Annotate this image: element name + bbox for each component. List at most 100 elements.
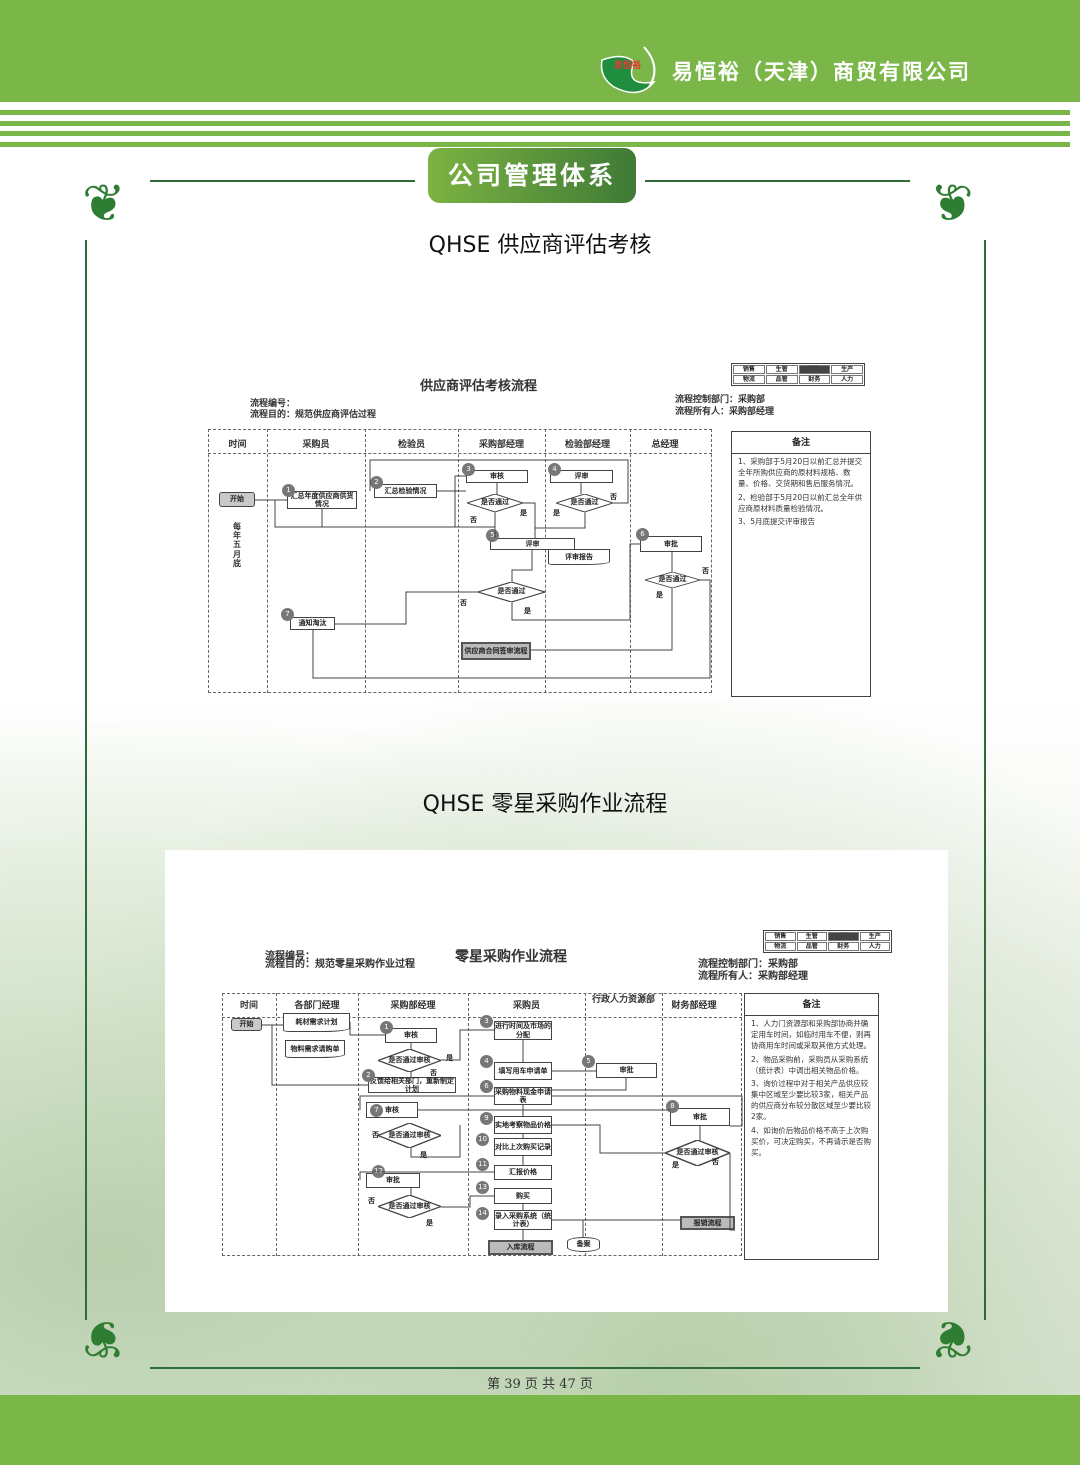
tag: 品管 — [765, 375, 798, 384]
tag: 生产 — [859, 932, 890, 941]
lane-header: 采购部经理 — [478, 440, 524, 450]
flowchart-title: 零星采购作业流程 — [455, 949, 567, 965]
no-label: 否 — [372, 1131, 379, 1139]
decision: 是否通过 — [478, 582, 545, 602]
lane-header: 行政人力资源部 — [591, 995, 655, 1005]
tag: 生管 — [796, 932, 827, 941]
section-title: QHSE 零星采购作业流程 — [422, 792, 668, 817]
lane-header: 检验员 — [397, 440, 425, 450]
flowchart-title: 供应商评估考核流程 — [420, 379, 538, 394]
notes-title: 备注 — [732, 432, 870, 454]
tag: 物流 — [765, 942, 796, 951]
control-dept: 流程控制部门：采购部 — [675, 395, 766, 405]
step-6: 审批 — [640, 536, 702, 552]
note: 2、物品采购前，采购员从采购系统（统计表）中调出相关物品价格。 — [751, 1054, 869, 1075]
review-report: 评审报告 — [548, 549, 610, 565]
process-owner: 流程所有人：采购部经理 — [675, 407, 775, 417]
department-tags: 销售生管采购生产 物流品管财务人力 — [731, 363, 865, 386]
purchase-request: 物料需求请购单 — [285, 1040, 345, 1058]
frame-top-right — [645, 180, 910, 182]
tag: 财务 — [798, 375, 831, 384]
contract-process: 供应商合同签审流程 — [461, 642, 531, 660]
process-code: 流程编号： — [250, 399, 296, 409]
header-stripe — [0, 131, 1070, 136]
tag: 物流 — [733, 375, 765, 384]
logo-text: 易恒裕 — [614, 61, 642, 71]
step-5: 审批 — [596, 1063, 657, 1078]
no-label: 否 — [460, 599, 467, 607]
lane-header: 检验部经理 — [564, 440, 610, 450]
header-band — [0, 0, 1080, 102]
process-purpose: 流程目的：规范零星采购作业过程 — [265, 959, 415, 970]
archive-cylinder: 备案 — [567, 1237, 600, 1252]
step-11: 汇报价格 — [494, 1165, 552, 1180]
note: 1、采购部于5月20日以前汇总并提交全年所购供应商的原材料规格、数量、价格、交货… — [738, 457, 863, 488]
step-4: 填写用车申请单 — [494, 1062, 552, 1080]
decision: 是否通过审核 — [378, 1123, 441, 1148]
frame-right — [984, 240, 986, 1320]
step-9: 实地考察物品价格 — [494, 1116, 552, 1134]
corner-ornament-icon: ❦ — [82, 1308, 126, 1368]
step-2: 反馈给相关部门，重新制定计划 — [368, 1076, 456, 1093]
tag: 品管 — [796, 942, 827, 951]
step-7: 通知淘汰 — [290, 617, 335, 630]
frame-bottom — [150, 1367, 920, 1369]
yes-label: 是 — [520, 509, 527, 517]
lane-header: 总经理 — [651, 440, 679, 450]
step-14: 录入采购系统（统计表） — [494, 1210, 552, 1230]
no-label: 否 — [430, 1069, 437, 1077]
yes-label: 是 — [672, 1161, 679, 1169]
no-label: 否 — [470, 516, 477, 524]
decision: 是否通过审核 — [378, 1195, 441, 1218]
step-2: 汇总检验情况 — [374, 484, 437, 498]
step-3: 进行时间及市场的分配 — [494, 1021, 552, 1040]
yes-label: 是 — [420, 1151, 427, 1159]
start-node: 开始 — [231, 1018, 262, 1031]
header-stripe — [0, 110, 1070, 115]
step-8: 审批 — [670, 1108, 730, 1126]
company-logo — [600, 46, 656, 94]
process-owner: 流程所有人：采购部经理 — [698, 971, 808, 982]
company-name: 易恒裕（天津）商贸有限公司 — [672, 60, 971, 84]
start-node: 开始 — [219, 492, 255, 507]
no-label: 否 — [712, 1158, 719, 1166]
material-plan: 耗材需求计划 — [283, 1013, 350, 1032]
storage-process: 入库流程 — [488, 1240, 553, 1255]
yes-label: 是 — [553, 509, 560, 517]
tag: 财务 — [828, 942, 859, 951]
tag-active: 采购 — [828, 932, 859, 941]
note: 4、如询价后物品价格不高于上次购买价，可决定购买，不再请示是否购买。 — [751, 1125, 871, 1157]
frame-left — [85, 240, 87, 1320]
tag: 销售 — [733, 365, 765, 374]
corner-ornament-icon: ❦ — [82, 174, 126, 234]
lane-header: 采购部经理 — [390, 1001, 436, 1011]
lane-header: 采购员 — [512, 1001, 540, 1011]
lane-header: 时间 — [228, 440, 247, 450]
swimlane-table — [208, 429, 712, 693]
tag: 人力 — [859, 942, 890, 951]
tag: 生管 — [765, 365, 798, 374]
decision: 是否通过 — [467, 494, 523, 512]
yes-label: 是 — [524, 607, 531, 615]
corner-ornament-icon: ❦ — [930, 174, 974, 234]
step-1: 汇总年度供应商供货情况 — [287, 491, 357, 509]
step-6: 采购物料现金申请表 — [494, 1087, 552, 1105]
note: 2、检验部于5月20日以前汇总全年供应商原材料质量检验情况。 — [738, 492, 863, 513]
yes-label: 是 — [426, 1219, 433, 1227]
section-label: 公司管理体系 — [428, 148, 636, 203]
step-1: 审核 — [385, 1028, 437, 1043]
decision: 是否通过 — [645, 572, 700, 588]
lane-header: 时间 — [239, 1001, 258, 1011]
note: 3、5月底提交评审报告 — [738, 517, 816, 527]
yes-label: 是 — [446, 1054, 453, 1062]
step-10: 对比上次购买记录 — [494, 1138, 552, 1156]
time-note: 每年五月底 — [233, 522, 241, 568]
page-number: 第 39 页 共 47 页 — [487, 1377, 593, 1392]
section-title: QHSE 供应商评估考核 — [428, 233, 652, 258]
note: 1、人力门资源部和采购部协商并确定用车时间，如临时用车不便，则再协商用车时间或采… — [751, 1019, 871, 1050]
corner-ornament-icon: ❦ — [930, 1308, 974, 1368]
lane-header: 财务部经理 — [671, 1001, 717, 1011]
department-tags: 销售生管采购生产 物流品管财务人力 — [763, 930, 892, 953]
tag: 生产 — [831, 365, 863, 374]
lane-header: 采购员 — [302, 440, 330, 450]
